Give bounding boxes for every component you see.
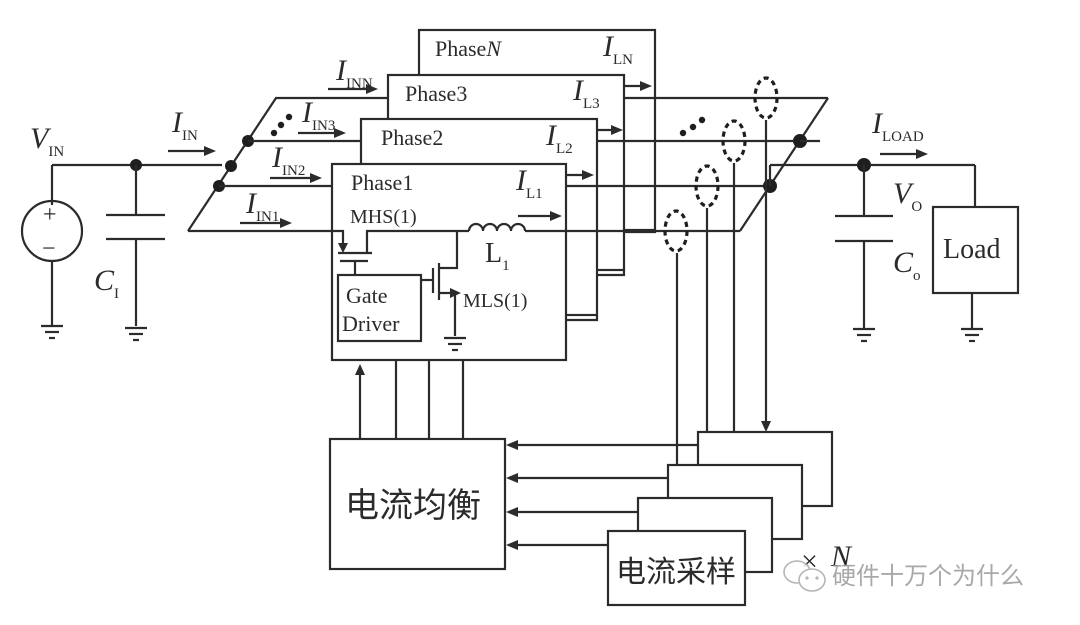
co-label: Co [893,246,921,284]
load-block [931,205,1020,295]
vo-label: VO [893,177,922,215]
svg-text:Gate: Gate [346,283,388,308]
wechat-icon [783,560,826,592]
gate-driver-block [336,273,423,343]
iin2-label: IIN2 [271,141,305,179]
minus-sign: − [42,236,56,262]
plus-sign: + [43,202,57,228]
input-source: + − VIN CI IIN [20,106,222,342]
iload-label: ILOAD [871,107,924,145]
current-balance-label: 电流均衡 [345,486,481,526]
iin-label: IIN [171,106,198,144]
phase-input-currents: IIN1 IIN2 IIN3 IINN [240,54,378,228]
multiplier-n: N [830,540,853,573]
svg-text:Phase3: Phase3 [405,81,467,106]
vin-label: VIN [30,122,64,160]
sense-block-1 [606,529,747,607]
current-sensor-2 [694,164,720,208]
ground-icon [41,324,63,340]
current-sense-label: 电流采样 [616,555,736,590]
ground-icon [444,336,466,352]
ground-icon [961,327,983,343]
ground-icon [853,327,875,343]
load-label: Load [943,234,1001,265]
mhs-label: MHS(1) [350,206,417,228]
input-bus [187,96,388,233]
iin3-label: IIN3 [301,96,335,134]
current-sense-blocks: 电流采样 × N [506,430,853,607]
phase-1-block: Phase1 IL1 MHS(1) L1 MLS(1) Gate Driver [330,162,594,362]
svg-text:Phase1: Phase1 [351,170,413,195]
watermark-text: 硬件十万个为什么 [832,562,1024,590]
svg-text:IL2: IL2 [545,119,573,157]
ground-icon [125,326,147,342]
svg-text:Driver: Driver [342,311,400,336]
mls-label: MLS(1) [463,290,527,312]
current-balance-block: 电流均衡 [328,360,507,571]
watermark: 硬件十万个为什么 [783,560,1024,592]
svg-text:IL3: IL3 [572,74,600,112]
iin1-label: IIN1 [245,187,279,225]
svg-text:PhaseN: PhaseN [435,36,502,61]
current-sensor-1 [663,209,689,253]
svg-text:Phase2: Phase2 [381,125,443,150]
ci-label: CI [94,264,119,302]
output-stage: ILOAD VO Co Load [768,107,1020,343]
inductor-symbol [467,222,527,232]
svg-text:IL1: IL1 [515,164,543,202]
current-sensor-3 [721,119,747,163]
svg-text:ILN: ILN [602,30,633,68]
current-sensor-n [753,76,779,120]
l1-label: L1 [485,238,510,274]
